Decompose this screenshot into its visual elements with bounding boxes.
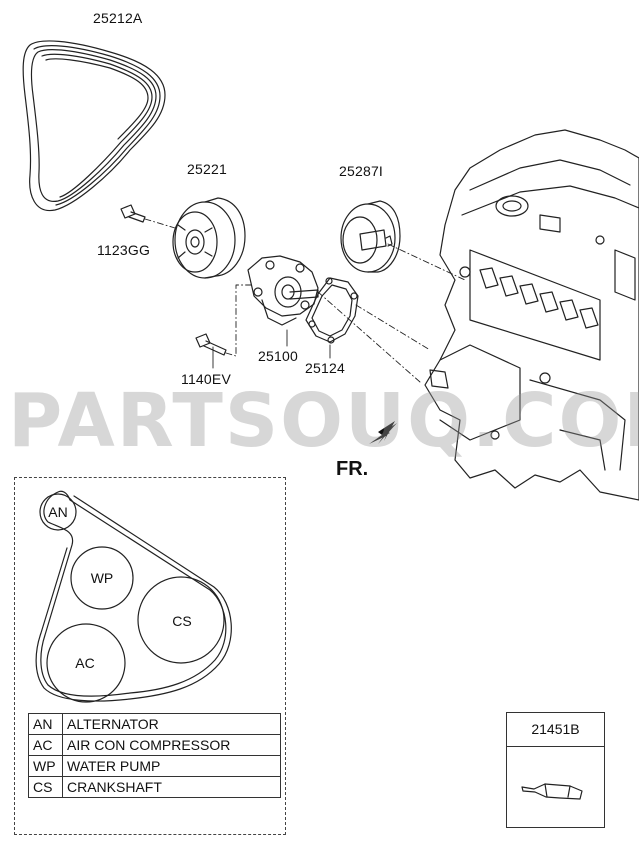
part-label-idler[interactable]: 25221 xyxy=(187,161,227,177)
legend-code: WP xyxy=(28,755,63,777)
sealant-kit-box[interactable]: 21451B xyxy=(506,712,605,828)
legend-code: AN xyxy=(28,713,63,735)
pulley-legend-table: AN ALTERNATOR AC AIR CON COMPRESSOR WP W… xyxy=(28,713,281,798)
label-leaders xyxy=(212,329,331,369)
part-label-water-pump[interactable]: 25100 xyxy=(258,348,298,364)
pulley-label-wp: WP xyxy=(90,570,114,586)
legend-row: AN ALTERNATOR xyxy=(28,713,281,735)
part-label-idler-bolt[interactable]: 1123GG xyxy=(97,242,151,258)
legend-code: CS xyxy=(28,776,63,798)
legend-name: AIR CON COMPRESSOR xyxy=(62,734,281,756)
legend-code: AC xyxy=(28,734,63,756)
part-label-belt[interactable]: 25212A xyxy=(93,10,143,26)
legend-name: CRANKSHAFT xyxy=(62,776,281,798)
front-arrow-icon xyxy=(369,421,397,444)
part-label-tensioner[interactable]: 25287I xyxy=(339,163,384,179)
tensioner-pulley xyxy=(340,200,401,273)
pump-bolt xyxy=(195,333,227,356)
legend-row: WP WATER PUMP xyxy=(28,755,281,777)
legend-row: AC AIR CON COMPRESSOR xyxy=(28,734,281,756)
part-label-pump-bolt[interactable]: 1140EV xyxy=(181,371,231,387)
legend-name: WATER PUMP xyxy=(62,755,281,777)
water-pump xyxy=(247,255,319,326)
part-label-gasket[interactable]: 25124 xyxy=(305,360,345,376)
front-direction-label: FR. xyxy=(336,458,369,480)
part-label-sealant[interactable]: 21451B xyxy=(507,713,604,747)
pump-gasket xyxy=(305,277,359,344)
legend-name: ALTERNATOR xyxy=(62,713,281,735)
engine-block xyxy=(424,129,639,501)
pulley-label-cs: CS xyxy=(172,613,192,629)
pulley-label-an: AN xyxy=(48,504,68,520)
drive-belt xyxy=(22,40,166,212)
watermark: PARTSOUQ.COM xyxy=(8,378,639,464)
belt-legend-frame xyxy=(14,477,286,835)
sealant-tube-icon xyxy=(521,783,583,800)
assembly-leader-lines xyxy=(144,218,466,383)
pulley-label-ac: AC xyxy=(75,655,95,671)
belt-routing-diagram xyxy=(35,490,232,703)
idler-pulley xyxy=(172,197,246,279)
legend-row: CS CRANKSHAFT xyxy=(28,776,281,798)
idler-bolt xyxy=(120,204,146,223)
